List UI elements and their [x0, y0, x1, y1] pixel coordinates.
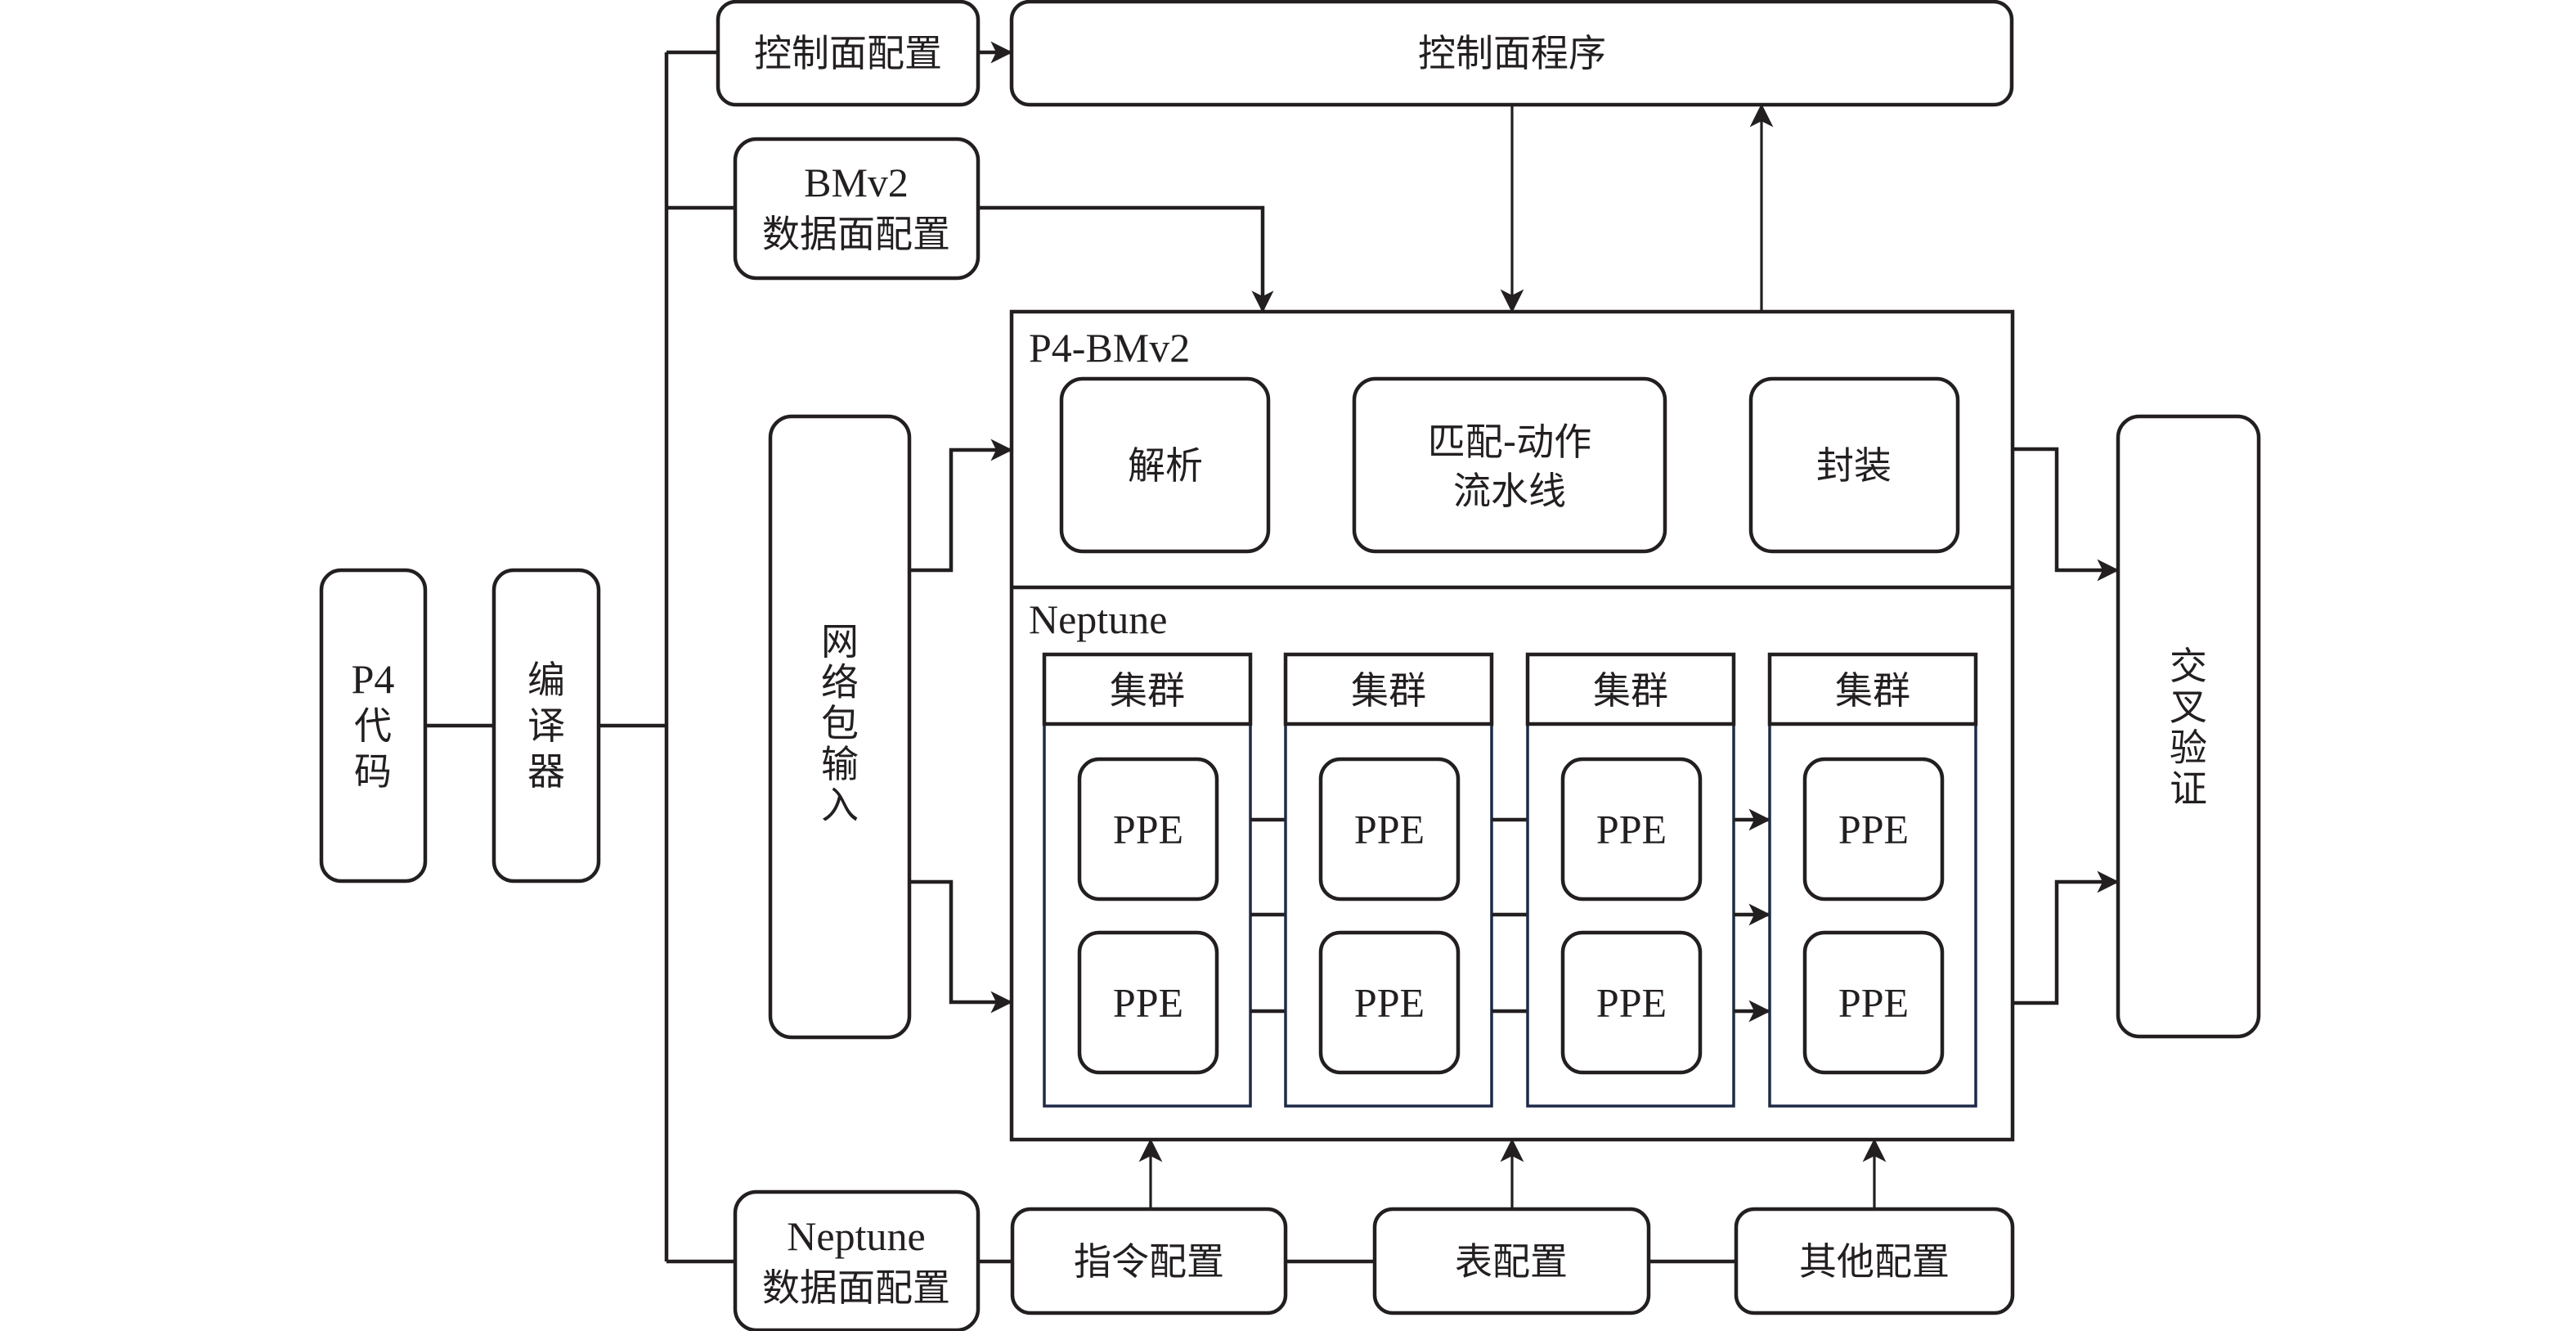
ppe: PPE: [1318, 930, 1461, 1075]
p4-code-label-2: 码: [354, 749, 392, 794]
control-plane-program-node: 控制面程序: [1009, 0, 2014, 107]
parse-stage: 解析: [1059, 376, 1271, 554]
cross-validation-label-2: 验: [2170, 726, 2207, 770]
cluster-label: 集群: [1835, 668, 1910, 713]
ppe: PPE: [1802, 930, 1945, 1075]
ppe-label: PPE: [1838, 980, 1909, 1026]
compiler-node: 编 译 器: [491, 568, 601, 884]
compiler-label-1: 译: [527, 704, 565, 748]
cross-validation-label-0: 交: [2170, 644, 2207, 688]
cluster: 集群 PPE PPE: [1767, 652, 1978, 1108]
cluster: 集群 PPE PPE: [1283, 652, 1494, 1108]
ppe: PPE: [1077, 930, 1219, 1075]
neptune-config-label-0: Neptune: [787, 1213, 925, 1259]
bmv2-config-label-1: 数据面配置: [762, 212, 950, 256]
neptune-section: Neptune 集群 PPE PPE 集群 PPE PPE 集群 PPE PPE 集群 PPE PPE: [1029, 596, 1978, 1108]
cluster-group: 集群 PPE PPE 集群 PPE PPE 集群 PPE PPE 集群 PPE PPE: [1042, 652, 1978, 1108]
cross-validation-label-1: 叉: [2170, 685, 2207, 729]
compiler-label-2: 器: [527, 749, 565, 794]
cluster: 集群 PPE PPE: [1525, 652, 1736, 1108]
network-packet-input-node: 网 络 包 输 入: [768, 414, 912, 1040]
cluster-label: 集群: [1351, 668, 1426, 713]
cluster-header: [1525, 652, 1736, 726]
cluster-label: 集群: [1593, 668, 1668, 713]
bmv2-to-validation-arrow: [2013, 447, 2120, 582]
ppe-label: PPE: [1113, 980, 1183, 1026]
control-plane-program-label: 控制面程序: [1418, 31, 1606, 75]
net-input-label-2: 包: [821, 701, 859, 745]
table-config-label: 表配置: [1455, 1239, 1568, 1284]
cluster-header: [1767, 652, 1978, 726]
encapsulation-stage: 封装: [1748, 376, 1960, 554]
ppe-label: PPE: [1596, 807, 1667, 852]
instruction-config-node: 指令配置: [1010, 1207, 1288, 1315]
input-to-bmv2-arrow: [909, 438, 1013, 573]
p4-code-label-0: P4: [352, 656, 395, 702]
ppe-label: PPE: [1596, 980, 1667, 1026]
net-input-label-1: 络: [821, 660, 859, 704]
p4-bmv2-section: P4-BMv2 解析 匹配-动作 流水线 封装: [1029, 325, 1960, 554]
cluster-header: [1283, 652, 1494, 726]
ppe: PPE: [1802, 757, 1945, 902]
neptune-config-label-1: 数据面配置: [762, 1266, 950, 1310]
cluster: 集群 PPE PPE: [1042, 652, 1253, 1108]
match-action-label-1: 流水线: [1453, 469, 1566, 513]
parse-label: 解析: [1128, 443, 1203, 488]
input-to-neptune-arrow: [909, 879, 1013, 1014]
ppe: PPE: [1560, 930, 1703, 1075]
ppe: PPE: [1560, 757, 1703, 902]
other-config-label: 其他配置: [1799, 1239, 1950, 1284]
cluster-label: 集群: [1110, 668, 1185, 713]
ppe: PPE: [1077, 757, 1219, 902]
cross-validation-node: 交 叉 验 证: [2116, 414, 2261, 1039]
instruction-config-label: 指令配置: [1074, 1239, 1224, 1284]
match-action-stage: 匹配-动作 流水线: [1352, 376, 1667, 554]
p4-code-node: P4 代 码: [319, 568, 428, 884]
bmv2-data-plane-config-node: BMv2 数据面配置: [733, 137, 981, 281]
net-input-label-3: 输: [821, 742, 859, 786]
bmv2-config-to-bmv2-arrow: [978, 205, 1274, 313]
neptune-to-validation-arrow: [2013, 870, 2120, 1005]
encapsulation-label: 封装: [1816, 443, 1892, 488]
neptune-data-plane-config-node: Neptune 数据面配置: [733, 1189, 981, 1331]
table-config-node: 表配置: [1372, 1207, 1651, 1315]
bmv2-config-label-0: BMv2: [804, 160, 909, 205]
ppe: PPE: [1318, 757, 1461, 902]
match-action-label-0: 匹配-动作: [1428, 420, 1592, 464]
cluster-header: [1042, 652, 1253, 726]
other-config-node: 其他配置: [1734, 1207, 2015, 1315]
control-plane-config-label: 控制面配置: [754, 31, 942, 75]
compiler-label-0: 编: [527, 658, 565, 702]
ppe-label: PPE: [1838, 807, 1909, 852]
ppe-label: PPE: [1354, 807, 1425, 852]
p4-bmv2-title: P4-BMv2: [1029, 325, 1190, 371]
net-input-label-4: 入: [821, 783, 859, 827]
neptune-title: Neptune: [1029, 596, 1167, 642]
cross-validation-label-3: 证: [2170, 767, 2207, 811]
ppe-label: PPE: [1113, 807, 1183, 852]
ppe-label: PPE: [1354, 980, 1425, 1026]
control-plane-config-node: 控制面配置: [716, 0, 981, 107]
net-input-label-0: 网: [821, 619, 859, 663]
p4-code-label-1: 代: [354, 704, 392, 748]
